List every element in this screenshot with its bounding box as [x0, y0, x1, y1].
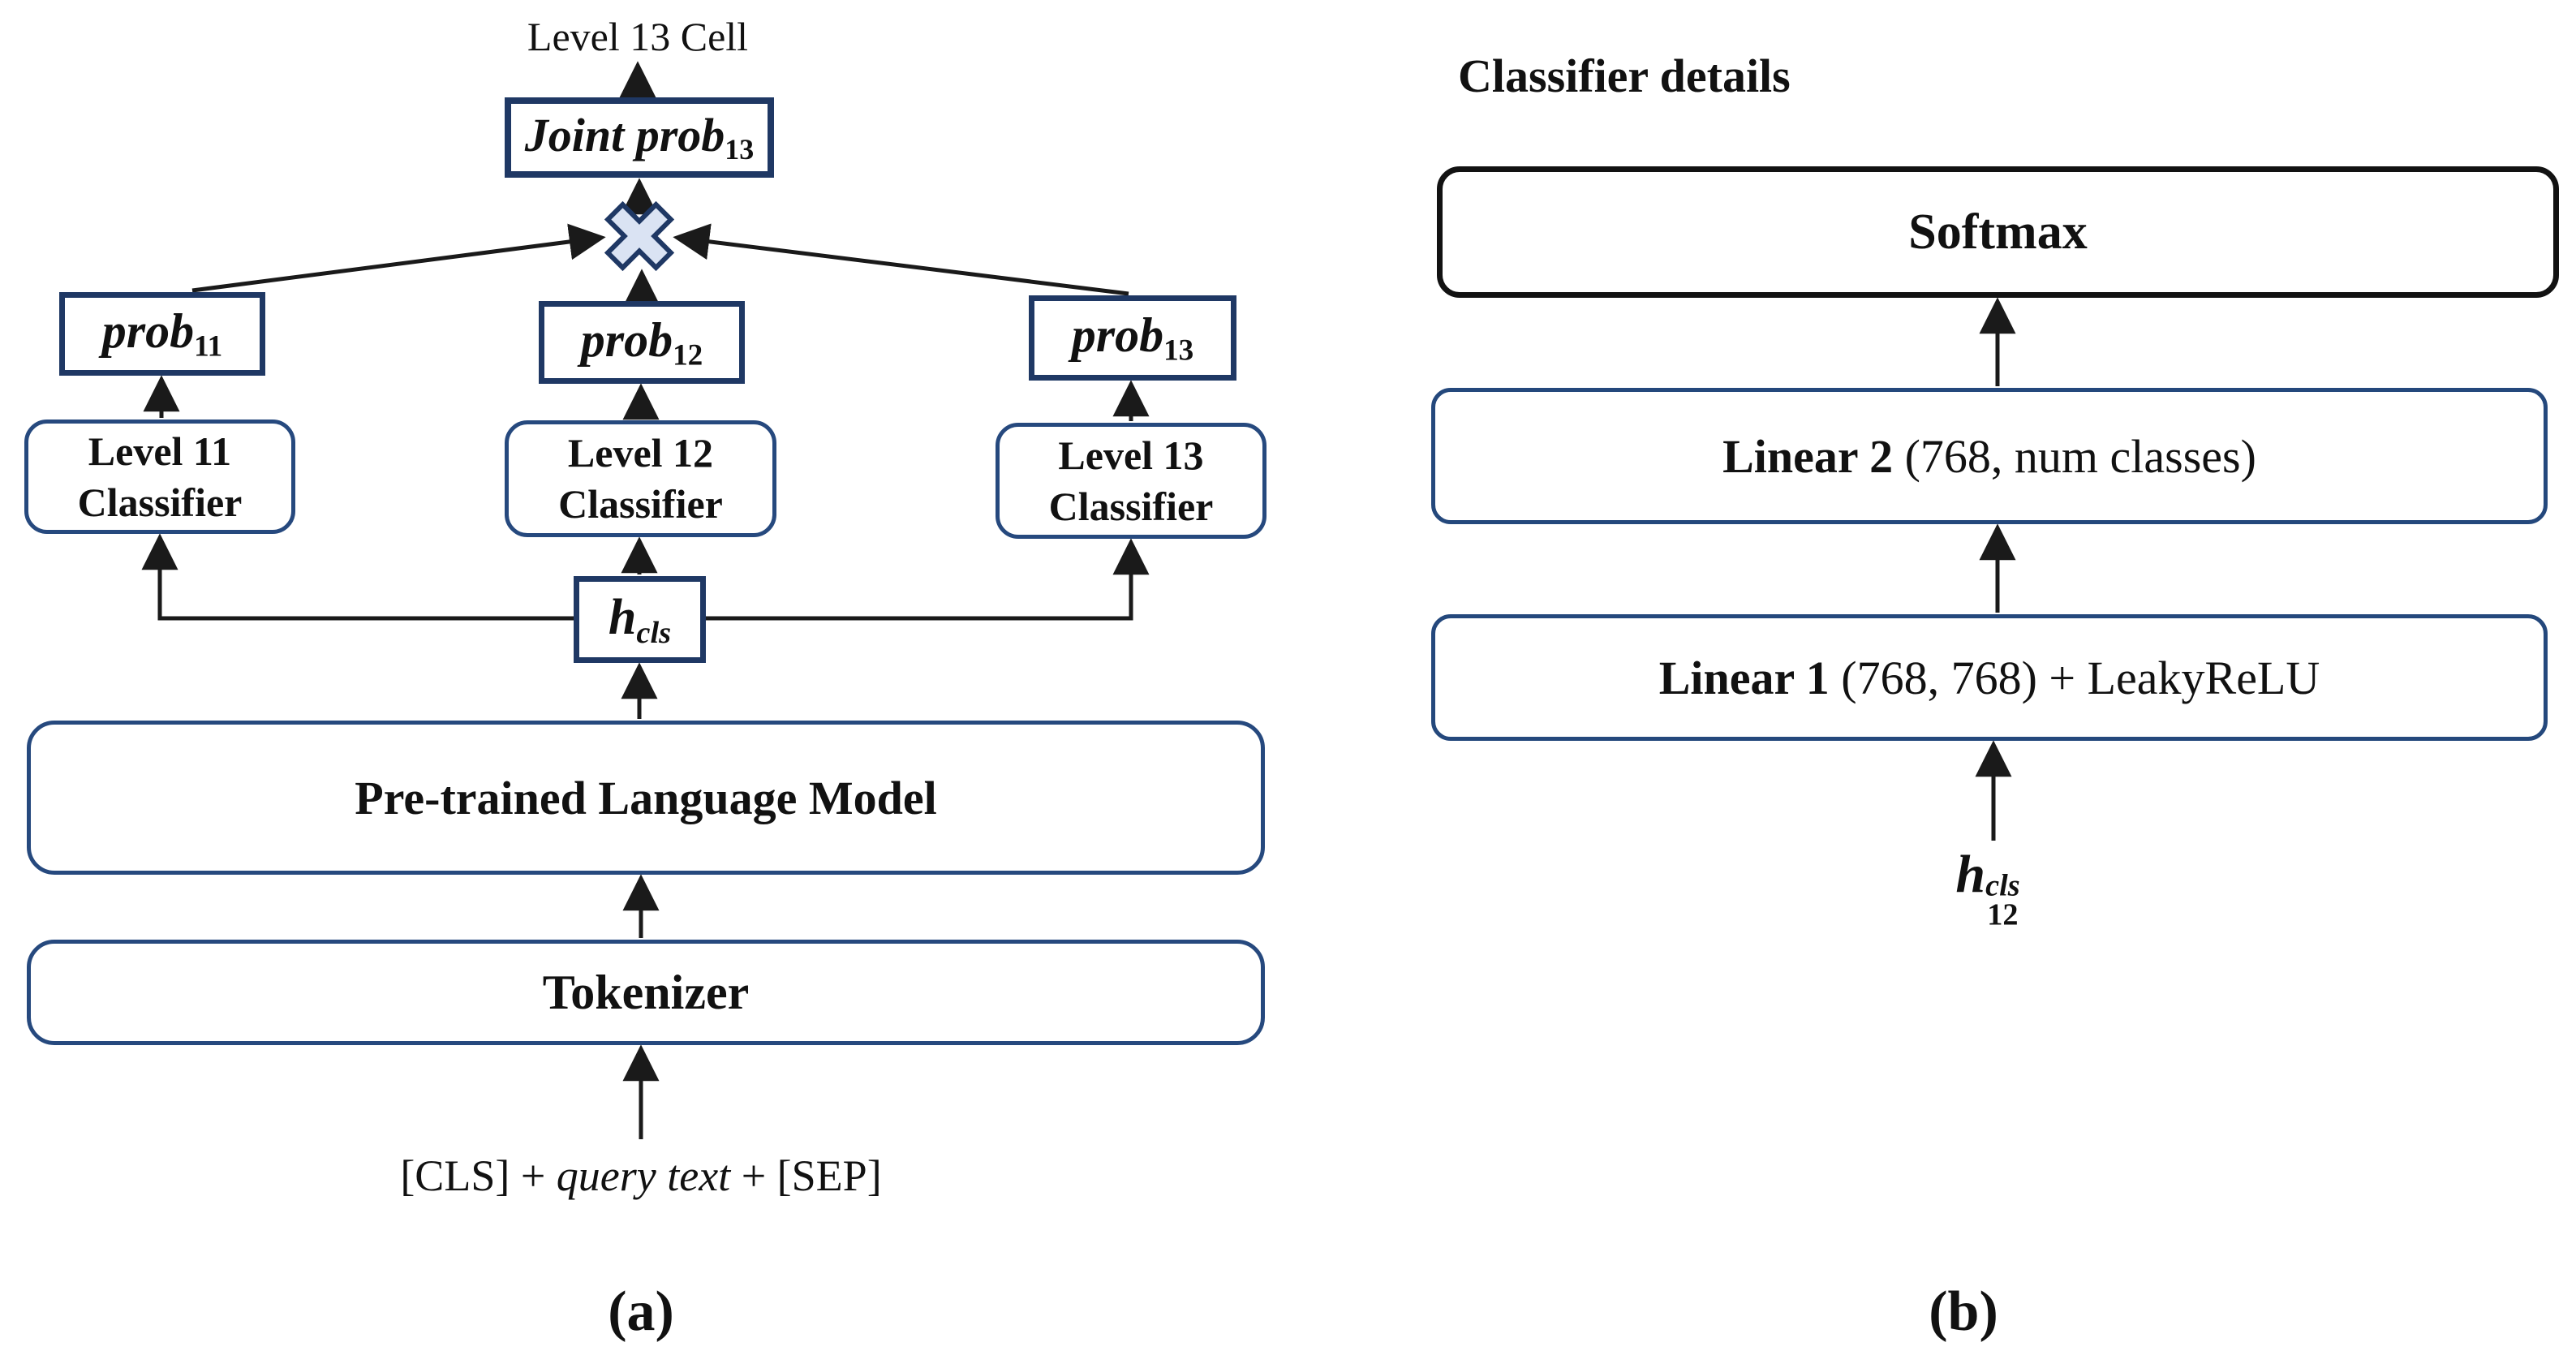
hcls-box: hcls: [574, 576, 706, 663]
prob13-text: prob: [1071, 308, 1164, 363]
hcls-subscript: cls: [636, 615, 672, 650]
prob11-subscript: 11: [194, 329, 223, 364]
linear1-label: Linear 1 (768, 768) + LeakyReLU: [1659, 651, 2320, 705]
softmax-box: Softmax: [1437, 166, 2559, 298]
hcls-text: h: [608, 589, 637, 645]
linear1-rest-text: (768, 768) + LeakyReLU: [1829, 651, 2320, 704]
caption-b: (b): [1929, 1280, 1998, 1343]
arrow-hcls-to-classifier13: [706, 538, 1150, 621]
prob13-box: prob13: [1029, 295, 1236, 381]
classifier12-label: Level 12 Classifier: [558, 428, 723, 530]
input-prefix: [CLS] +: [400, 1151, 557, 1200]
prob12-subscript: 12: [673, 338, 703, 372]
classifier12-line2: Classifier: [558, 481, 723, 527]
joint-prob-text: Joint prob: [524, 109, 725, 162]
softmax-label: Softmax: [1908, 204, 2088, 260]
linear2-box: Linear 2 (768, num classes): [1431, 388, 2548, 524]
input-sequence-label: [CLS] + query text + [SEP]: [316, 1151, 965, 1201]
classifier12-line1: Level 12: [567, 430, 714, 475]
tokenizer-label: Tokenizer: [542, 965, 750, 1019]
linear2-bold-text: Linear 2: [1722, 429, 1894, 483]
prob11-text: prob: [101, 304, 195, 359]
tokenizer-box: Tokenizer: [27, 940, 1265, 1045]
h12cls-subscript: 12: [1987, 897, 2019, 932]
prob13-label: prob13: [1072, 308, 1194, 368]
prob13-subscript: 13: [1163, 333, 1194, 368]
classifier13-box: Level 13 Classifier: [996, 423, 1266, 539]
input-query-text: query text: [556, 1151, 731, 1200]
prob12-label: prob12: [581, 312, 703, 372]
h12cls-text: h: [1955, 845, 1986, 904]
arrow-hcls-to-classifier11: [141, 533, 574, 621]
classifier12-box: Level 12 Classifier: [505, 420, 776, 537]
arrow-prob11-to-multiply: [191, 223, 606, 293]
classifier11-box: Level 11 Classifier: [24, 420, 295, 534]
arrow-prob13-to-multiply: [673, 223, 1129, 296]
caption-a: (a): [608, 1280, 674, 1343]
h12cls-superscript: cls: [1985, 868, 2020, 903]
plm-label: Pre-trained Language Model: [355, 771, 937, 824]
prob12-text: prob: [580, 312, 673, 367]
output-label: Level 13 Cell: [527, 14, 749, 59]
prob11-box: prob11: [59, 292, 265, 376]
linear1-box: Linear 1 (768, 768) + LeakyReLU: [1431, 614, 2548, 741]
classifier11-line2: Classifier: [77, 479, 243, 525]
classifier13-line2: Classifier: [1048, 483, 1214, 529]
classifier13-label: Level 13 Classifier: [1049, 430, 1214, 532]
joint-prob-label: Joint prob13: [525, 108, 755, 166]
classifier11-line1: Level 11: [88, 428, 232, 474]
linear1-bold-text: Linear 1: [1658, 651, 1830, 704]
classifier11-label: Level 11 Classifier: [78, 426, 243, 528]
classifier13-line1: Level 13: [1058, 432, 1204, 478]
joint-prob-box: Joint prob13: [505, 97, 774, 178]
panel-b-title: Classifier details: [1458, 49, 1791, 102]
linear2-rest-text: (768, num classes): [1893, 429, 2256, 483]
prob12-box: prob12: [539, 301, 745, 384]
linear2-label: Linear 2 (768, num classes): [1722, 429, 2256, 484]
plm-box: Pre-trained Language Model: [27, 721, 1265, 875]
multiply-icon: [604, 200, 675, 272]
input-suffix: + [SEP]: [730, 1151, 882, 1200]
prob11-label: prob11: [102, 303, 223, 364]
hcls-label: hcls: [609, 589, 671, 651]
joint-prob-subscript: 13: [725, 133, 755, 166]
